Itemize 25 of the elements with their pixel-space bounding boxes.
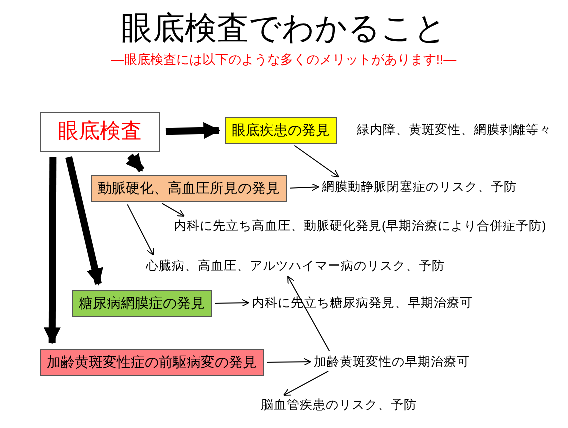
arrow — [166, 122, 221, 140]
finding-box: 糖尿病網膜症の発見 — [72, 290, 212, 317]
arrow — [66, 156, 104, 286]
arrow — [44, 157, 61, 345]
subtitle: —眼底検査には以下のような多くのメリットがあります!!— — [110, 51, 458, 69]
title: 眼底検査でわかること — [120, 9, 448, 48]
finding-box: 動脈硬化、高血圧所見の発見 — [91, 175, 287, 202]
note-text: 緑内障、黄斑変性、網膜剥離等々 — [357, 122, 552, 138]
note-text: 内科に先立ち高血圧、動脈硬化発見(早期治療により合併症予防) — [174, 218, 546, 234]
arrow — [290, 183, 320, 192]
arrow — [127, 204, 154, 256]
finding-box: 眼底疾患の発見 — [225, 117, 337, 144]
arrow — [283, 370, 330, 396]
arrow — [288, 276, 330, 352]
note-text: 脳血管疾患のリスク、予防 — [261, 397, 417, 413]
note-text: 心臓病、高血圧、アルツハイマー病のリスク、予防 — [146, 258, 445, 274]
note-text: 加齢黄斑変性の早期治療可 — [314, 354, 470, 370]
arrow — [214, 299, 250, 308]
arrow — [266, 358, 312, 366]
main-box: 眼底検査 — [40, 112, 160, 152]
arrow — [162, 203, 185, 217]
note-text: 網膜動静脈閉塞症のリスク、予防 — [322, 179, 517, 195]
arrow — [294, 145, 340, 178]
arrow — [126, 153, 145, 173]
finding-box: 加齢黄斑変性症の前駆病変の発見 — [40, 349, 264, 376]
